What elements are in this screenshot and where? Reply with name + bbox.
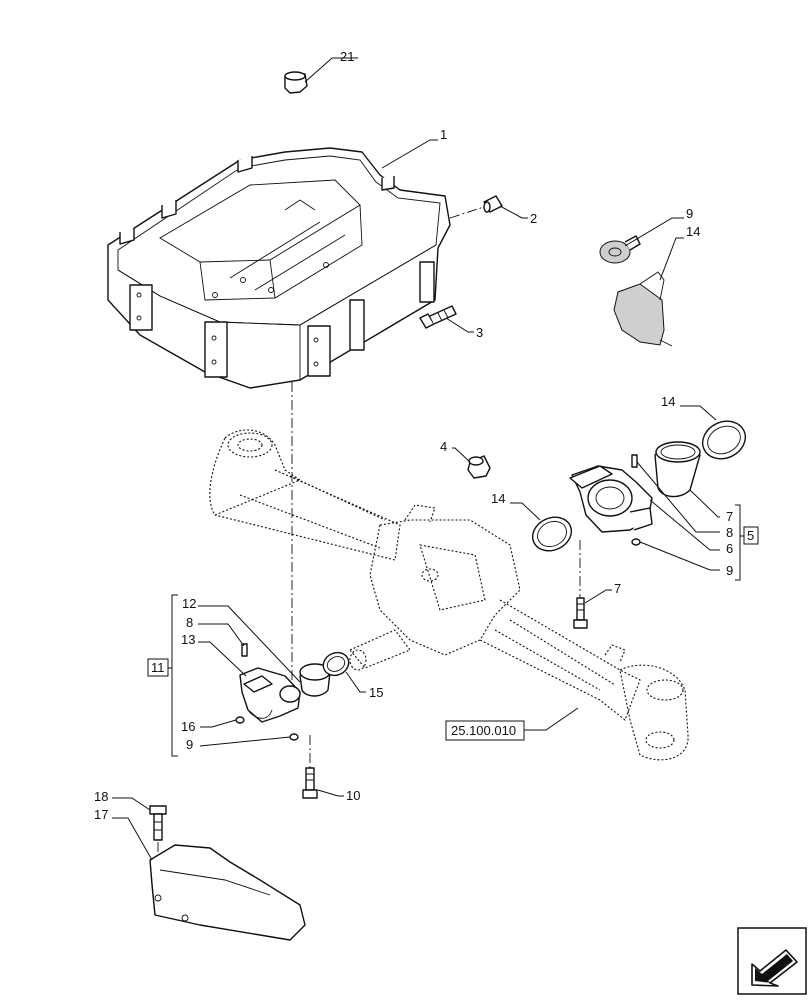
callout-14-center: 14 [491, 491, 505, 506]
callout-4: 4 [440, 439, 447, 454]
part-9-nipple-right [631, 538, 641, 546]
axle-housing [209, 429, 689, 761]
part-3-bolt [419, 305, 457, 329]
part-8-dowel-left [241, 643, 248, 657]
part-14-seal-right [701, 420, 747, 460]
callout-13: 13 [181, 632, 195, 647]
part-10-bolt-right [573, 597, 588, 629]
part-2-pin [483, 195, 503, 213]
part-21-plug [284, 71, 308, 94]
reference-box[interactable]: 25.100.010 [445, 720, 525, 741]
callout-10-right: 7 [614, 581, 621, 596]
callout-19: 14 [686, 224, 700, 239]
callout-9-right: 9 [726, 563, 733, 578]
reference-label: 25.100.010 [451, 723, 516, 738]
callout-8-left: 8 [186, 615, 193, 630]
part-7-bushing [654, 441, 701, 498]
callout-18: 18 [94, 789, 108, 804]
part-9-nipple-left [289, 733, 299, 741]
callout-8-right: 8 [726, 525, 733, 540]
callout-12: 12 [182, 596, 196, 611]
callout-17: 17 [94, 807, 108, 822]
part-18-bolt [149, 805, 167, 841]
callout-3: 3 [476, 325, 483, 340]
part-17-guard-plate [149, 844, 306, 941]
part-6-right-support [569, 465, 653, 533]
part-10-bolt-left [302, 767, 318, 799]
part-13-left-support [239, 667, 301, 723]
part-19-plate [613, 271, 673, 347]
part-16-nipple [235, 716, 245, 724]
callout-21: 21 [340, 49, 354, 64]
part-8-dowel-right [631, 454, 638, 468]
part-14-seal-left [531, 516, 573, 552]
group-11-box[interactable] [147, 658, 169, 677]
part-4-plug [467, 455, 491, 479]
callout-10-left: 10 [346, 788, 360, 803]
callout-9-left: 9 [186, 737, 193, 752]
part-12-bushing [299, 663, 331, 697]
callout-1: 1 [440, 127, 447, 142]
callout-7: 7 [726, 509, 733, 524]
part-15-seal [322, 651, 350, 677]
callout-2: 2 [530, 211, 537, 226]
part-20-disc [599, 235, 641, 264]
callout-14-right: 14 [661, 394, 675, 409]
group-5-box[interactable] [743, 526, 759, 545]
callout-15: 15 [369, 685, 383, 700]
group-11-label: 11 [151, 660, 165, 675]
part-1-support-frame [107, 147, 451, 389]
group-5-label: 5 [747, 528, 754, 543]
callout-20: 9 [686, 206, 693, 221]
callout-6: 6 [726, 541, 733, 556]
arrow-icon[interactable] [737, 927, 807, 995]
callout-16: 16 [181, 719, 195, 734]
